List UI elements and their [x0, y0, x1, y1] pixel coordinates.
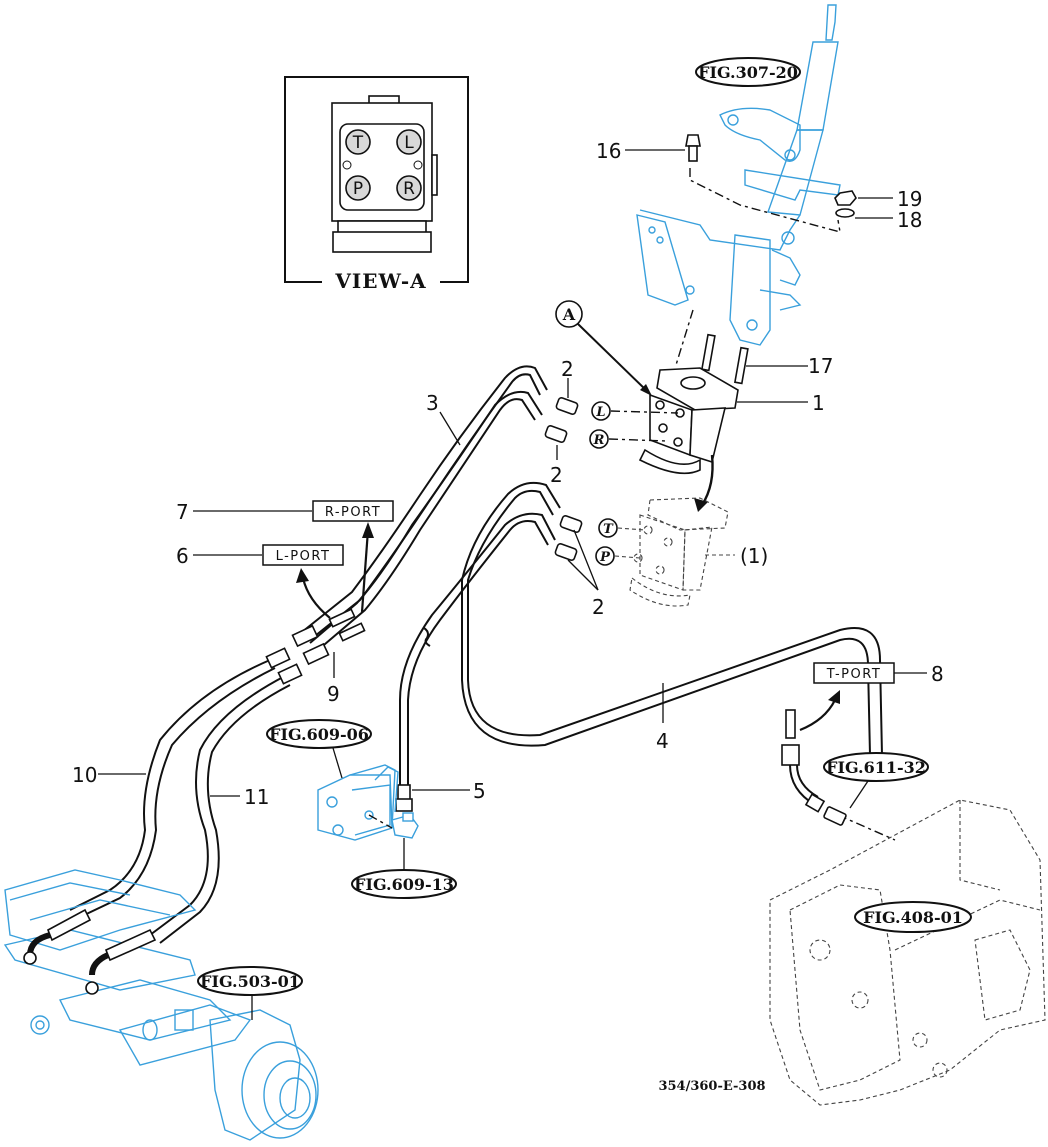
- port-circle-p-label: P: [599, 550, 611, 565]
- connectors-9: 9: [265, 608, 366, 706]
- view-a-marker-label: A: [562, 305, 576, 324]
- view-port-r-label: R: [403, 179, 415, 199]
- fig-ref-307-20[interactable]: FIG.307-20: [695, 57, 801, 87]
- hose-4: 4: [461, 481, 883, 756]
- callout-3: 3: [426, 391, 439, 415]
- callout-4: 4: [656, 729, 669, 753]
- callout-16: 16: [596, 139, 621, 163]
- pump-elbow-fitting[interactable]: [391, 812, 419, 839]
- steering-valve-1: 1: [638, 367, 825, 475]
- drawing-reference-code: 354/360-E-308: [658, 1079, 765, 1094]
- nut-19-washer-18: 19 18: [834, 187, 922, 232]
- fig-ref-503-01-text: FIG.503-01: [200, 972, 300, 991]
- callout-17: 17: [808, 354, 833, 378]
- view-port-l-circle: [396, 129, 422, 155]
- valve-base: [332, 231, 432, 253]
- l-port-text: L-PORT: [276, 549, 331, 564]
- hose-10: 10: [69, 659, 276, 919]
- view-port-t-circle: [345, 129, 371, 155]
- callout-19: 19: [897, 187, 922, 211]
- fig-ref-408-01[interactable]: FIG.408-01: [854, 901, 972, 933]
- hydraulic-pump: [317, 764, 399, 841]
- callout-5: 5: [473, 779, 486, 803]
- view-a-marker: A: [555, 300, 652, 396]
- port-circle-t: T: [598, 518, 646, 538]
- callout-1-alt: (1): [740, 544, 768, 568]
- steering-column: [636, 4, 841, 346]
- r-port-label: 7 R-PORT: [176, 500, 394, 613]
- studs-17: 17: [700, 333, 833, 385]
- transmission-fitting: [823, 806, 847, 826]
- view-a-title: VIEW-A: [334, 269, 426, 293]
- t-port-label: T-PORT 8: [799, 662, 944, 732]
- steering-valve-alt: (1): [629, 497, 768, 607]
- view-port-t-label: T: [352, 133, 364, 153]
- callout-2-top: 2: [561, 357, 574, 381]
- fig-ref-503-01[interactable]: FIG.503-01: [197, 966, 303, 1020]
- callout-6: 6: [176, 544, 189, 568]
- callout-8: 8: [931, 662, 944, 686]
- callout-10: 10: [72, 763, 97, 787]
- fig-ref-609-13-text: FIG.609-13: [354, 875, 454, 894]
- fig-ref-609-13[interactable]: FIG.609-13: [351, 838, 457, 899]
- transmission-case: [769, 799, 1046, 1106]
- view-a-inset: T L P R VIEW-A: [284, 76, 469, 293]
- hose-11: 11: [149, 675, 291, 944]
- port-circle-l: L: [591, 401, 679, 421]
- fig-ref-611-32[interactable]: FIG.611-32: [823, 752, 929, 809]
- callout-1: 1: [812, 391, 825, 415]
- valve-neck: [337, 220, 427, 234]
- view-port-p-circle: [345, 175, 371, 201]
- view-pin-hole-right: [413, 160, 423, 170]
- adapters-2: 2 2 2: [544, 357, 605, 619]
- axle-hose-ends: [23, 908, 157, 995]
- fig-ref-408-01-text: FIG.408-01: [863, 908, 963, 927]
- bolt-16: 16: [596, 134, 701, 163]
- port-circle-t-label: T: [603, 522, 614, 537]
- view-port-p-label: P: [353, 179, 363, 199]
- callout-2-bot: 2: [592, 595, 605, 619]
- callout-7: 7: [176, 500, 189, 524]
- view-a-frame: [284, 76, 469, 283]
- fig-ref-609-06[interactable]: FIG.609-06: [266, 719, 372, 779]
- l-port-label: 6 L-PORT: [176, 544, 344, 619]
- hose-3: 3: [301, 365, 548, 651]
- fig-ref-307-20-text: FIG.307-20: [698, 63, 798, 82]
- t-port-fitting: [781, 709, 826, 813]
- callout-18: 18: [897, 208, 922, 232]
- front-axle: [3, 869, 319, 1141]
- callout-2-mid: 2: [550, 463, 563, 487]
- port-circle-r: R: [589, 429, 667, 449]
- assembly-line-column: [675, 309, 694, 366]
- view-pin-hole-left: [342, 160, 352, 170]
- view-port-r-circle: [396, 175, 422, 201]
- valve-side-lug: [431, 154, 438, 196]
- r-port-text: R-PORT: [325, 505, 381, 520]
- assembly-line-16: [689, 168, 841, 233]
- port-circle-l-label: L: [595, 405, 605, 420]
- fig-ref-609-06-text: FIG.609-06: [269, 725, 369, 744]
- callout-11: 11: [244, 785, 269, 809]
- fig-ref-611-32-text: FIG.611-32: [826, 758, 926, 777]
- view-port-l-label: L: [404, 133, 414, 153]
- t-port-text: T-PORT: [826, 667, 882, 682]
- port-circle-r-label: R: [593, 433, 605, 448]
- port-circle-p: P: [595, 546, 641, 566]
- hose-5: 5: [395, 512, 556, 812]
- callout-9: 9: [327, 682, 340, 706]
